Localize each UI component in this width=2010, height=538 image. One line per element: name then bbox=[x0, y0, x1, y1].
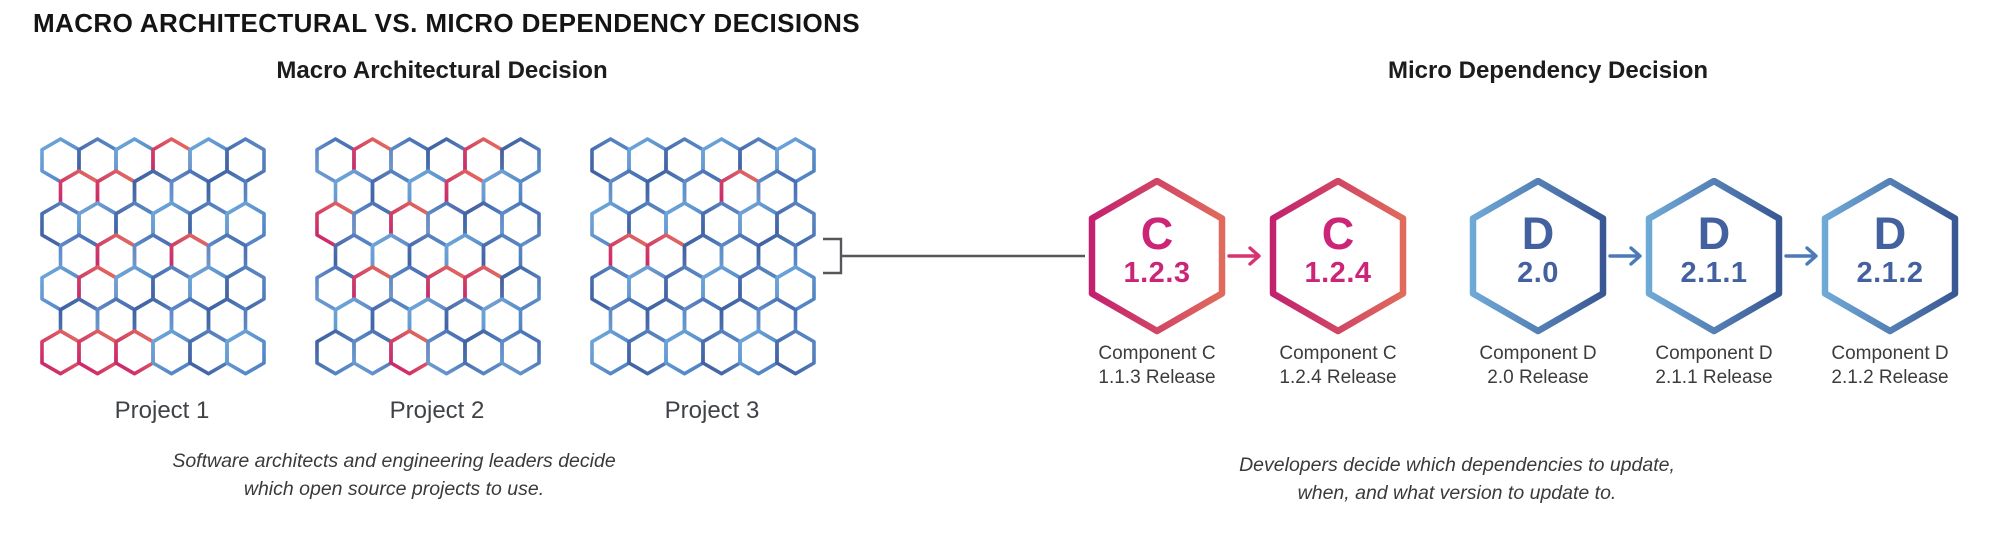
project-label-2: Project 2 bbox=[389, 397, 485, 424]
macro-section-heading: Macro Architectural Decision bbox=[276, 57, 608, 84]
micro-caption: Developers decide which dependencies to … bbox=[1147, 451, 1767, 507]
hexagon-selected bbox=[389, 329, 430, 376]
hexagon-selected bbox=[77, 329, 118, 376]
component-letter: D bbox=[1697, 208, 1731, 259]
micro-section-heading: Micro Dependency Decision bbox=[1387, 57, 1709, 84]
component-hexagon-outline bbox=[1645, 178, 1783, 335]
hexagon-selected bbox=[114, 329, 155, 376]
macro-caption: Software architects and engineering lead… bbox=[84, 447, 704, 503]
hex-grid-project-2 bbox=[315, 137, 541, 376]
hexagon bbox=[775, 329, 816, 376]
hexagon bbox=[188, 329, 229, 376]
hex-grid-project-3 bbox=[590, 137, 816, 376]
component-hexagon-outline bbox=[1269, 178, 1407, 335]
component-hexagon-outline bbox=[1088, 178, 1226, 335]
component-release-label-line: 2.0 Release bbox=[1487, 366, 1589, 388]
hexagon bbox=[627, 329, 668, 376]
macro-caption-line-1: Software architects and engineering lead… bbox=[172, 450, 616, 472]
component-release-label-line: Component D bbox=[1831, 343, 1949, 364]
component-version: 2.1.1 bbox=[1680, 257, 1748, 289]
micro-caption-line-1: Developers decide which dependencies to … bbox=[1239, 454, 1675, 476]
component-release-label-line: 2.1.1 Release bbox=[1655, 366, 1773, 388]
component-version: 1.2.4 bbox=[1304, 257, 1372, 289]
component-letter: C bbox=[1321, 208, 1355, 259]
project-label-1: Project 1 bbox=[114, 397, 210, 424]
hexagon bbox=[315, 329, 356, 376]
component-release-label-line: Component C bbox=[1098, 343, 1216, 364]
hexagon bbox=[463, 329, 504, 376]
component-release-label-line: 2.1.2 Release bbox=[1831, 366, 1949, 388]
component-version: 2.1.2 bbox=[1856, 257, 1924, 289]
macro-caption-line-2: which open source projects to use. bbox=[243, 478, 545, 500]
component-letter: C bbox=[1140, 208, 1174, 259]
component-release-label-line: Component C bbox=[1279, 343, 1397, 364]
arrow-right-icon bbox=[1608, 246, 1642, 266]
component-letter: D bbox=[1873, 208, 1907, 259]
component-release-label-line: Component D bbox=[1479, 343, 1597, 364]
hexagon bbox=[701, 329, 742, 376]
connector-line bbox=[823, 237, 1085, 275]
component-hexagon-outline bbox=[1469, 178, 1607, 335]
hexagon bbox=[738, 329, 779, 376]
component-release-label-line: 1.1.3 Release bbox=[1098, 366, 1216, 388]
project-label-3: Project 3 bbox=[664, 397, 760, 424]
hexagon-selected bbox=[40, 329, 81, 376]
component-release-label-line: 1.2.4 Release bbox=[1279, 366, 1397, 388]
hexagon bbox=[500, 329, 541, 376]
micro-caption-line-2: when, and what version to update to. bbox=[1297, 482, 1617, 504]
component-letter: D bbox=[1521, 208, 1555, 259]
component-version: 1.2.3 bbox=[1123, 257, 1191, 289]
hexagon bbox=[352, 329, 393, 376]
arrow-right-icon bbox=[1784, 246, 1818, 266]
component-release-label-line: Component D bbox=[1655, 343, 1773, 364]
hexagon bbox=[426, 329, 467, 376]
hexagon bbox=[151, 329, 192, 376]
component-version: 2.0 bbox=[1517, 257, 1559, 289]
hexagon bbox=[664, 329, 705, 376]
page-title: MACRO ARCHITECTURAL VS. MICRO DEPENDENCY… bbox=[33, 8, 861, 38]
hex-grid-project-1 bbox=[40, 137, 266, 376]
hexagon bbox=[225, 329, 266, 376]
component-hexagon-outline bbox=[1821, 178, 1959, 335]
hexagon bbox=[590, 329, 631, 376]
arrow-right-icon bbox=[1227, 246, 1261, 266]
